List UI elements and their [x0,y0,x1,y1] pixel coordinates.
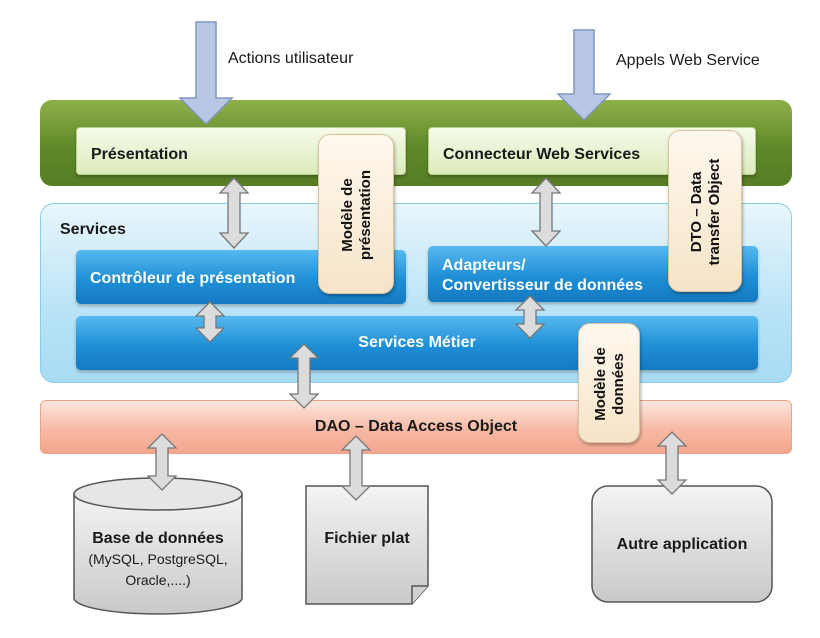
database-engines-more: Oracle,....) [125,572,191,588]
adapters-label-line2: Convertisseur de données [442,277,643,294]
double-arrow-icon [146,433,178,491]
double-arrow-icon [288,343,320,409]
database-cylinder [73,477,243,615]
adapters-label-line1: Adapteurs/ [442,257,526,274]
database-engines: (MySQL, PostgreSQL, [88,551,228,567]
business-services-box: Services Métier [76,316,758,370]
double-arrow-icon [530,177,562,247]
web-connector-label: Connecteur Web Services [443,146,641,163]
user-actions-arrow-icon [178,21,234,126]
controller-label: Contrôleur de présentation [90,270,296,287]
presentation-model-box: Modèle de présentation [318,134,394,294]
double-arrow-icon [218,177,250,249]
flat-file-label: Fichier plat [324,530,410,547]
services-title: Services [60,221,126,238]
database-title: Base de données [92,530,224,547]
database-label: Base de données (MySQL, PostgreSQL, Orac… [74,528,242,591]
other-app-shape [591,485,773,603]
double-arrow-icon [656,431,688,495]
double-arrow-icon [194,301,226,343]
other-app-label: Autre application [616,536,748,553]
presentation-label: Présentation [91,146,188,163]
adapters-box: Adapteurs/ Convertisseur de données [428,246,758,302]
user-actions-label: Actions utilisateur [228,50,354,67]
flat-file-shape [305,485,429,605]
dao-label: DAO – Data Access Object [314,418,518,435]
web-service-arrow-icon [556,29,612,122]
web-service-calls-label: Appels Web Service [616,52,760,69]
business-services-label: Services Métier [358,334,476,351]
double-arrow-icon [340,435,372,501]
double-arrow-icon [514,295,546,339]
dto-box: DTO – Data transfer Object [668,130,742,292]
data-model-box: Modèle de données [578,323,640,443]
